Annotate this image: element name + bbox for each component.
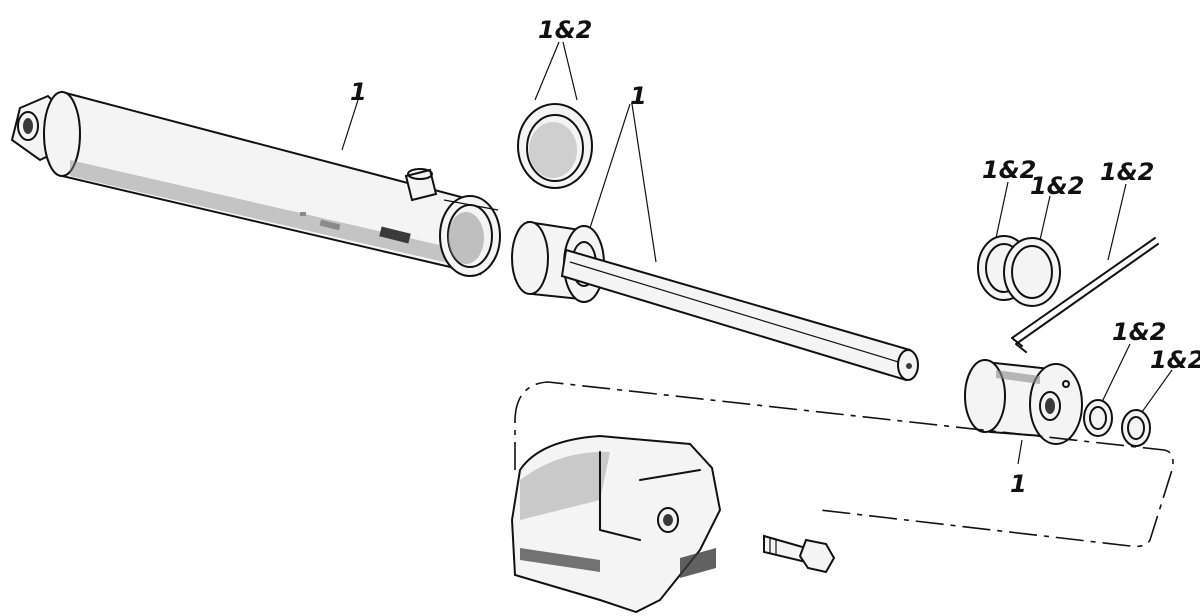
- callout-piston-seal-b: 1&2: [1030, 172, 1084, 200]
- leader-lines: [341, 41, 1173, 465]
- callout-piston-rod: 1: [630, 82, 647, 110]
- piston: [964, 359, 1083, 445]
- cylinder-barrel: [10, 90, 501, 277]
- callout-barrel: 1: [350, 78, 367, 106]
- washers: [1083, 399, 1151, 447]
- bolt: [763, 534, 836, 574]
- callout-washer-a: 1&2: [1112, 318, 1166, 346]
- callout-labels: 1 1&2 1 1&2 1&2 1&2 1&2 1&2 1: [350, 16, 1200, 498]
- callout-washer-b: 1&2: [1150, 346, 1200, 374]
- snap-ring: [1011, 237, 1159, 353]
- piston-seals: [977, 235, 1061, 307]
- callout-piston-seal-a: 1&2: [982, 156, 1036, 184]
- base-mount: [510, 434, 722, 614]
- callout-gland-seal: 1&2: [538, 16, 592, 44]
- callout-snap-ring: 1&2: [1100, 158, 1154, 186]
- callout-piston-assembly: 1: [1010, 470, 1027, 498]
- piston-rod: [560, 248, 919, 382]
- gland-seal: [517, 103, 593, 189]
- assembly-boundary: [514, 381, 1174, 548]
